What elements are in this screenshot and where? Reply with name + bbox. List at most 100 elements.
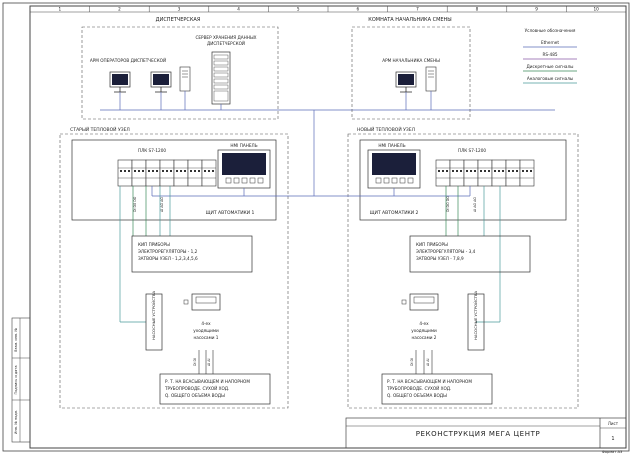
plc-led xyxy=(148,170,150,172)
arm-chief-label: АРМ НАЧАЛЬНИКА СМЕНЫ xyxy=(382,58,440,63)
legend-label: Аналоговые сигналы xyxy=(527,76,573,81)
plc-led xyxy=(438,170,440,172)
old-devices-line-2: ЭЛЕКТРОРЕГУЛЯТОРЫ - 1,2 xyxy=(138,249,198,254)
server-rack-icon[interactable] xyxy=(211,51,231,105)
new-hmi-panel[interactable] xyxy=(367,149,421,189)
arm-dispatch-label: АРМ ОПЕРАТОРОВ ДИСПЕТЧЕСКОЙ xyxy=(90,58,166,63)
new-vfd-line-3: насосами 2 xyxy=(412,335,437,340)
old-cabinet xyxy=(71,139,277,221)
ruler-label: 1 xyxy=(58,7,61,12)
plc-slot xyxy=(145,159,161,187)
plc-led xyxy=(460,170,462,172)
plc-led xyxy=(522,170,524,172)
ruler-label: 6 xyxy=(356,7,359,12)
new-pump-side-label: НАСОСНЫЕ УСТРОЙСТВА xyxy=(473,290,478,340)
legend-label: Дискретные сигналы xyxy=(527,64,574,69)
new-pump-device[interactable] xyxy=(467,293,485,351)
dispatch-title: ДИСПЕТЧЕРСКАЯ xyxy=(156,17,201,23)
new-devices-line-3: ЗАТВОРЫ УЗЕЛ - 7,8,9 xyxy=(416,256,464,261)
old-vfd-line-3: насосами 1 xyxy=(194,335,219,340)
svg-text:DI DO DO: DI DO DO xyxy=(446,196,450,212)
workstation-chief[interactable] xyxy=(395,71,417,93)
workstation-2[interactable] xyxy=(150,71,172,93)
plc-led xyxy=(190,170,192,172)
plc-led xyxy=(442,170,444,172)
ruler-label: 9 xyxy=(535,7,538,12)
paper-format: Формат А3 xyxy=(602,450,622,454)
new-plc-label: ПЛК S7-1200 xyxy=(458,148,486,153)
plc-led xyxy=(184,170,186,172)
plc-led xyxy=(474,170,476,172)
plc-slot xyxy=(519,159,535,187)
plc-led xyxy=(208,170,210,172)
plc-slot xyxy=(159,159,175,187)
plc-slot xyxy=(463,159,479,187)
old-pump-device[interactable] xyxy=(145,293,163,351)
old-sensor-tags: DI DI AI AI xyxy=(193,358,211,366)
old-devices-line-3: ЗАТВОРЫ УЗЕЛ - 1,2,3,4,5,6 xyxy=(138,256,198,261)
new-plc-module[interactable] xyxy=(435,159,535,187)
plc-led xyxy=(170,170,172,172)
binding-strip: Взам. инв. № Подпись и дата Инв. № подл. xyxy=(11,317,31,443)
plc-led xyxy=(446,170,448,172)
new-sensor-lines xyxy=(415,350,433,374)
old-plc-module[interactable] xyxy=(117,159,217,187)
chief-ethernet-links xyxy=(405,91,432,110)
dispatch-ethernet-links xyxy=(100,91,555,111)
ruler-label: 4 xyxy=(237,7,240,12)
new-vfd-unit[interactable] xyxy=(401,293,439,311)
plc-slot xyxy=(477,159,493,187)
plc-slot xyxy=(435,159,451,187)
plc-led xyxy=(456,170,458,172)
old-cable-tags: DI D0 DO AI AO AO xyxy=(133,196,164,212)
plc-slot xyxy=(491,159,507,187)
ruler-label: 7 xyxy=(416,7,419,12)
plc-led xyxy=(166,170,168,172)
plc-led xyxy=(480,170,482,172)
plc-led xyxy=(124,170,126,172)
plc-led xyxy=(156,170,158,172)
old-cabinet-label: ЩИТ АВТОМАТИКИ 1 xyxy=(206,210,255,216)
new-devices-line-1: КИП ПРИБОРЫ xyxy=(416,242,448,247)
svg-text:AI AI: AI AI xyxy=(426,358,430,366)
old-hmi-panel[interactable] xyxy=(217,149,271,189)
plc-slot xyxy=(505,159,521,187)
plc-led xyxy=(120,170,122,172)
workstation-1[interactable] xyxy=(109,71,131,93)
svg-text:AI AO AO: AI AO AO xyxy=(473,197,477,212)
binding-field-2: Подпись и дата xyxy=(14,366,18,395)
old-hmi-label: HMI ПАНЕЛЬ xyxy=(230,143,257,148)
plc-led xyxy=(452,170,454,172)
plc-slot xyxy=(187,159,203,187)
new-cabinet xyxy=(359,139,567,221)
server-label-2: ДИСПЕТЧЕРСКОЙ xyxy=(207,41,245,46)
plc-led xyxy=(488,170,490,172)
old-vfd-line-2: уходящими xyxy=(193,328,219,333)
svg-text:AI AI: AI AI xyxy=(207,358,211,366)
plc-led xyxy=(204,170,206,172)
dispatch-room-zone xyxy=(81,26,279,120)
ruler-label: 10 xyxy=(594,7,600,12)
plc-led xyxy=(502,170,504,172)
ruler-label: 2 xyxy=(118,7,121,12)
new-sensors-box xyxy=(381,373,493,405)
new-analog-links xyxy=(476,186,501,323)
legend-label: Ethernet xyxy=(541,40,559,45)
old-vfd-unit[interactable] xyxy=(183,293,221,311)
svg-text:DI D0 DO: DI D0 DO xyxy=(133,196,137,212)
plc-led xyxy=(212,170,214,172)
plc-slot xyxy=(449,159,465,187)
new-hmi-label: HMI ПАНЕЛЬ xyxy=(378,143,405,148)
old-discrete-links xyxy=(132,186,147,236)
svg-text:DI DI: DI DI xyxy=(193,358,197,366)
new-sensors-line-1: Р. Т. НА ВСАСЫВАЮЩЕМ И НАПОРНОМ xyxy=(387,379,472,384)
server-label-1: СЕРВЕР ХРАНЕНИЯ ДАННЫХ xyxy=(195,35,256,40)
plc-slot xyxy=(117,159,133,187)
old-devices-line-1: КИП ПРИБОРЫ xyxy=(138,242,170,247)
plc-led xyxy=(198,170,200,172)
plc-led xyxy=(134,170,136,172)
old-sensors-line-1: Р. Т. НА ВСАСЫВАЮЩЕМ И НАПОРНОМ xyxy=(165,379,250,384)
old-node-zone xyxy=(59,133,289,409)
new-devices-box xyxy=(409,235,531,273)
